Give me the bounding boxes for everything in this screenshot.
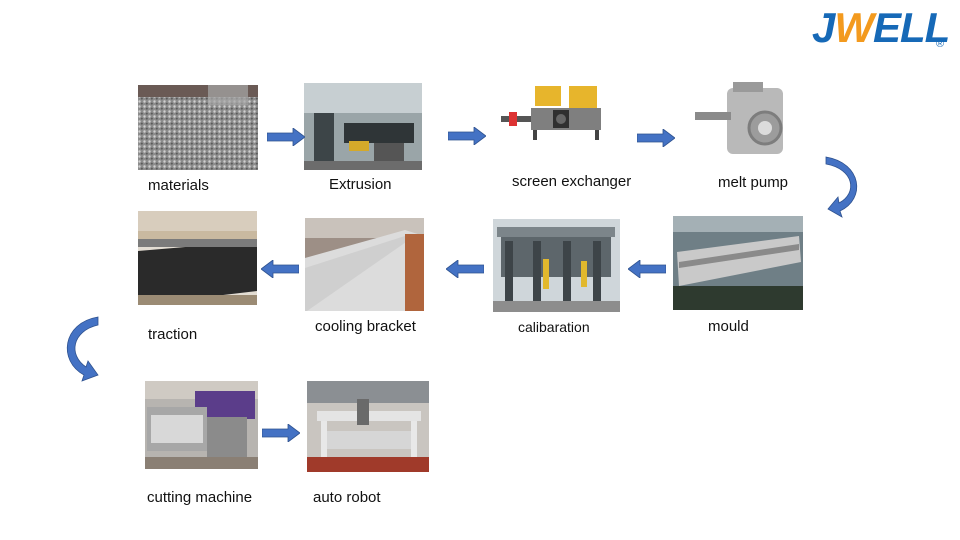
arrow-right-icon [637,129,675,147]
label-screen-exchanger: screen exchanger [512,173,632,190]
logo-wordmark: JWELL [812,4,950,51]
registered-mark: ® [936,38,945,50]
label-mould: mould [708,318,749,335]
photo-auto-robot [307,381,429,472]
arrow-right-icon [448,127,486,145]
photo-melt-pump [693,78,791,162]
arrow-left-icon [446,260,484,278]
curved-arrow-down-icon [66,316,99,382]
photo-screen-exchanger [497,82,607,142]
arrow-right-icon [262,424,300,442]
label-materials: materials [148,177,209,194]
photo-traction [138,211,257,305]
curved-arrow-down-icon [825,156,858,218]
label-calibaration: calibaration [518,319,590,335]
photo-materials [138,85,258,170]
jwell-logo: JWELL ® [812,4,952,54]
label-auto-robot: auto robot [313,489,381,506]
photo-mould [673,216,803,310]
label-extrusion: Extrusion [329,176,392,193]
label-melt-pump: melt pump [718,174,789,191]
label-cutting-machine: cutting machine [147,489,253,506]
photo-cutting-machine [145,381,258,469]
photo-cooling-bracket [305,218,424,311]
arrow-left-icon [261,260,299,278]
label-cooling-bracket: cooling bracket [315,318,416,335]
arrow-left-icon [628,260,666,278]
arrow-right-icon [267,128,305,146]
photo-extrusion [304,83,422,170]
label-traction: traction [148,326,198,343]
photo-calibaration [493,219,620,312]
